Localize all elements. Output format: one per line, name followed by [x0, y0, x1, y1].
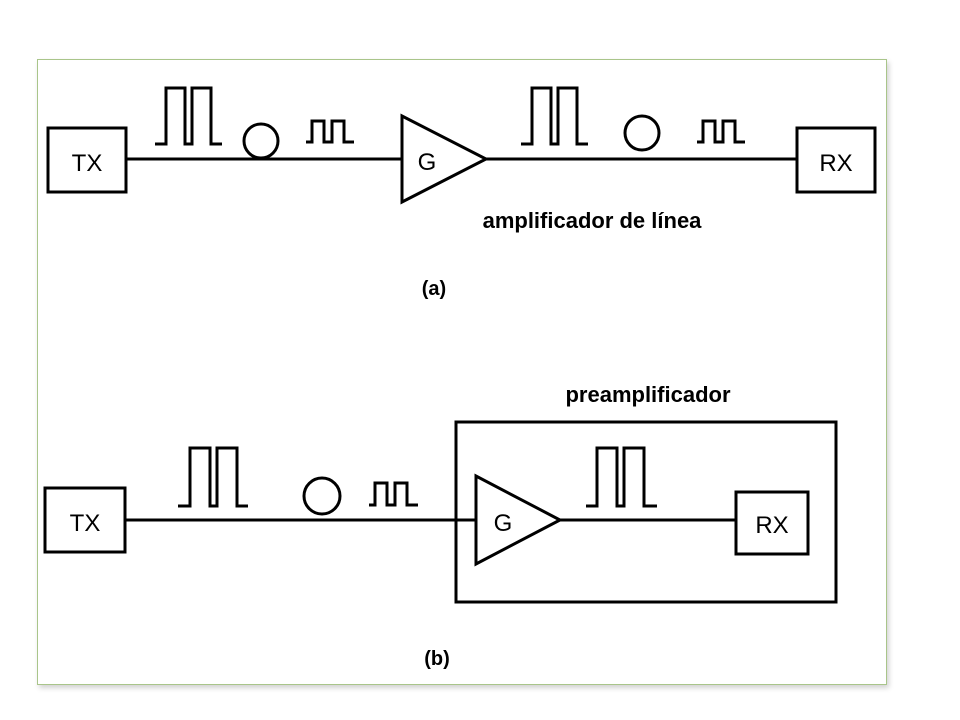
rx-label-b: RX	[755, 512, 788, 539]
fiber-spool-icon-b	[302, 476, 342, 516]
fiber-spool-icon-a1	[242, 122, 280, 160]
rx-block-b	[734, 490, 810, 556]
weak-pulses-a1	[306, 119, 354, 144]
amp-caption-a: amplificador de línea	[483, 208, 703, 233]
gain-label-a: G	[418, 149, 437, 176]
strong-pulses-a1	[155, 86, 222, 146]
diagram-a: TX G RX amplificador de línea (a)	[46, 86, 877, 300]
strong-pulses-a2	[521, 86, 588, 146]
diagram-b: TX preamplificador G RX (b)	[43, 382, 838, 670]
amplifier-triangle-a	[400, 113, 490, 205]
amp-caption-b: preamplificador	[565, 382, 730, 407]
amplifier-triangle-b	[474, 473, 564, 567]
tx-label-b: TX	[70, 510, 101, 537]
weak-pulses-a2	[697, 119, 745, 144]
tx-label-a: TX	[72, 150, 103, 177]
figure-tag-a: (a)	[422, 278, 446, 300]
rx-label-a: RX	[819, 150, 852, 177]
rx-block-a	[795, 126, 877, 194]
preamplifier-box	[454, 420, 838, 604]
fiber-spool-icon-a2	[623, 114, 661, 152]
strong-pulses-b1	[178, 446, 248, 508]
slide-frame	[37, 59, 887, 685]
gain-label-b: G	[494, 510, 513, 537]
weak-pulses-b	[369, 481, 418, 507]
figure-tag-b: (b)	[424, 648, 450, 670]
strong-pulses-b2	[586, 446, 657, 508]
